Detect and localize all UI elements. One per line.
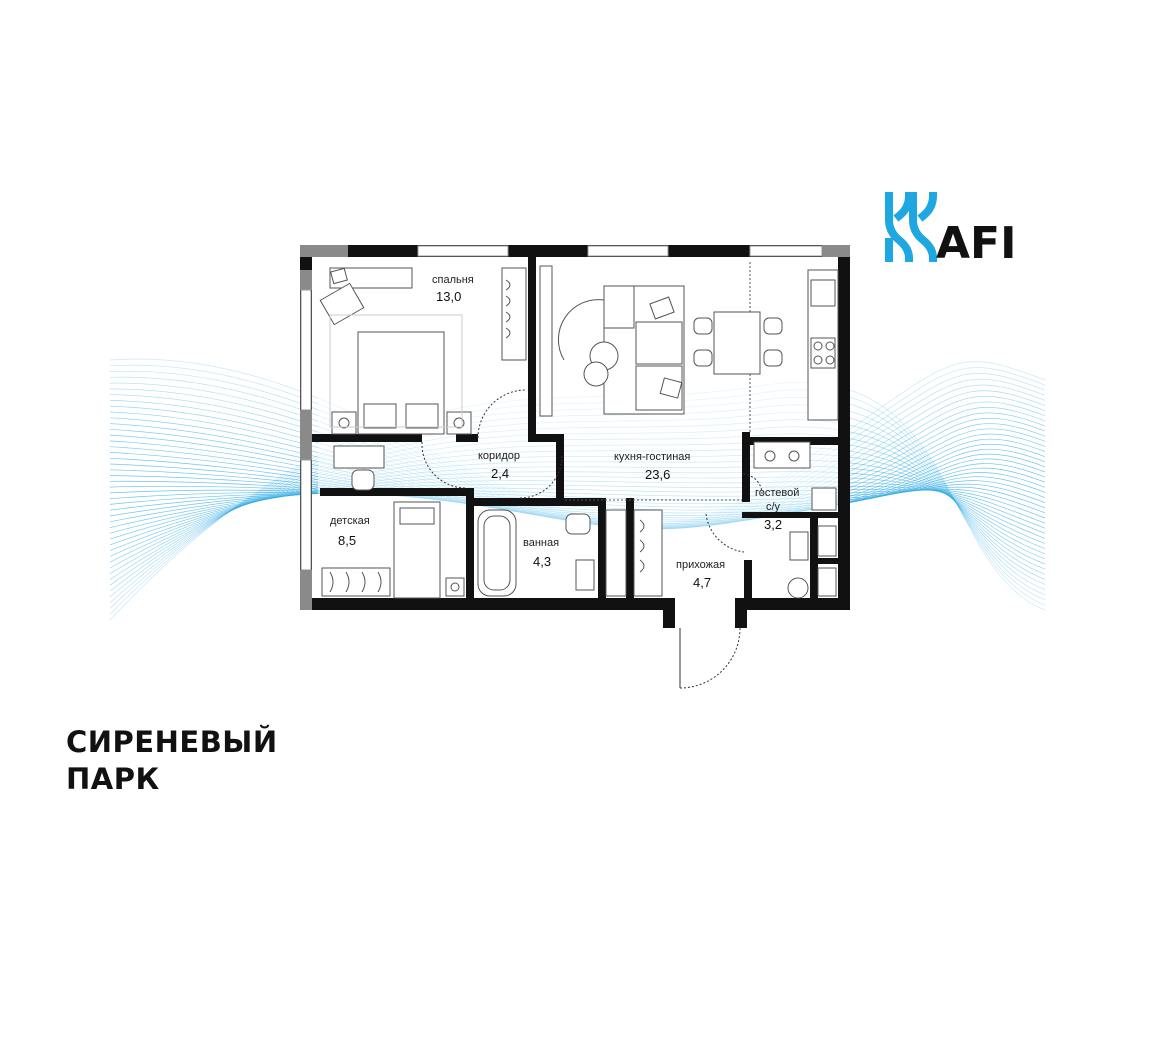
room-name-corridor: коридор (478, 450, 520, 462)
brand-name: AFI (936, 218, 1016, 269)
project-title: СИРЕНЕВЫЙ ПАРК (66, 724, 278, 798)
room-name-kids-room: детская (330, 515, 370, 527)
floor-plan: спальня 13,0 коридор 2,4 кухня-гостиная … (300, 245, 850, 689)
interior-walls (312, 257, 838, 600)
living-furniture (539, 265, 839, 469)
bedroom-furniture (319, 267, 527, 435)
room-area-bathroom: 4,3 (533, 554, 551, 569)
room-name-guest-wc-line1: гостевой (755, 487, 799, 499)
project-title-line-2: ПАРК (66, 762, 160, 796)
entrance-door (679, 627, 741, 689)
kids-room-furniture (321, 445, 465, 599)
afi-logo-mark-icon (885, 191, 938, 263)
room-area-guest-wc: 3,2 (764, 517, 782, 532)
room-area-bedroom: 13,0 (436, 289, 461, 304)
door-swings (421, 389, 763, 553)
room-area-kitchen-living: 23,6 (645, 467, 670, 482)
brand-logo: AFI (885, 191, 1016, 269)
room-name-hallway: прихожая (676, 559, 725, 571)
room-name-kitchen-living: кухня-гостиная (614, 451, 690, 463)
project-title-line-1: СИРЕНЕВЫЙ (66, 725, 278, 759)
room-labels: спальня 13,0 коридор 2,4 кухня-гостиная … (330, 274, 799, 590)
room-area-corridor: 2,4 (491, 466, 509, 481)
room-name-guest-wc-line2: с/у (766, 501, 781, 513)
windows (300, 245, 850, 610)
room-area-kids-room: 8,5 (338, 533, 356, 548)
room-area-hallway: 4,7 (693, 575, 711, 590)
guest-wc-furniture (787, 487, 837, 599)
bathroom-furniture (477, 509, 663, 597)
room-name-bathroom: ванная (523, 537, 559, 549)
room-name-bedroom: спальня (432, 274, 474, 286)
